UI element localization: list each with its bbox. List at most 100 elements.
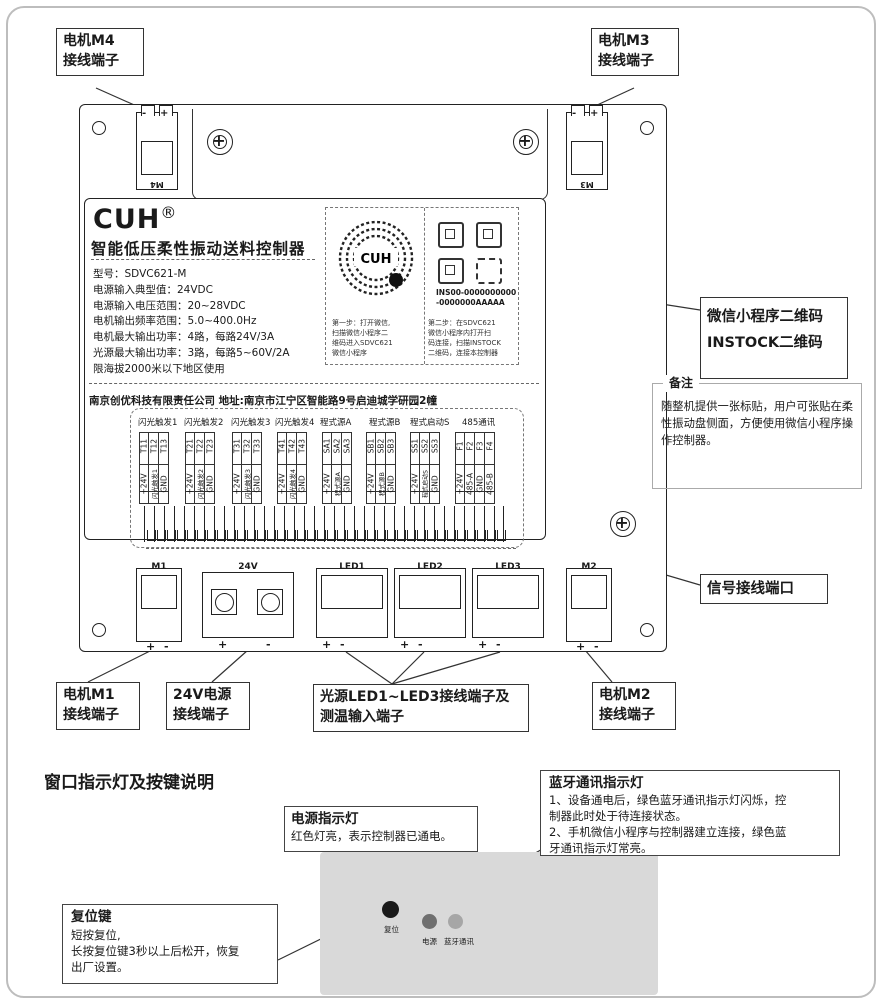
connector-m3: M3 xyxy=(566,105,608,190)
pin: +24V xyxy=(410,464,420,504)
callout-24v-line2: 接线端子 xyxy=(173,707,229,723)
pin: 程式源A xyxy=(332,464,342,504)
m4-plus-label: + xyxy=(160,108,169,119)
reset-button[interactable] xyxy=(382,901,399,918)
v24-minus-label: - xyxy=(266,638,271,651)
callout-24v: 24V电源 接线端子 xyxy=(166,682,250,730)
brand-logo: CUH® xyxy=(93,203,177,235)
pin: GND xyxy=(252,464,262,504)
pin: GND xyxy=(205,464,215,504)
callout-m1: 电机M1 接线端子 xyxy=(56,682,140,730)
screw-ring xyxy=(215,593,234,612)
step2-text: 第二步：在SDVC621 微信小程序内打开扫 码连接，扫描INSTOCK 二维码… xyxy=(428,318,518,358)
terminal xyxy=(234,506,246,542)
instock-code-line: -0000000AAAAA xyxy=(436,298,505,307)
m3-minus-label: - xyxy=(572,108,577,119)
wechat-miniprogram-qr-icon: CUH xyxy=(338,220,414,296)
pin: F3 xyxy=(475,432,485,492)
bluetooth-indicator-line: 制器此时处于待连接状态。 xyxy=(549,809,687,823)
terminal xyxy=(434,506,446,542)
pin: SA2 xyxy=(332,432,342,492)
pins-program-a: SA1 SA2 SA3 xyxy=(322,432,352,492)
callout-qr-line1: 微信小程序二维码 xyxy=(707,309,823,325)
pin: T41 xyxy=(277,432,287,492)
pin: SB3 xyxy=(386,432,396,492)
pin: SS1 xyxy=(410,432,420,492)
registered-mark: ® xyxy=(160,203,178,222)
mount-hole-br xyxy=(640,623,654,637)
pin: +24V xyxy=(322,464,332,504)
terminal xyxy=(194,506,206,542)
power-terminal-screw-icon xyxy=(211,589,237,615)
inner-panel-outline xyxy=(192,109,548,200)
pins-flash1-bottom: +24V 闪光触发1 GND xyxy=(139,464,169,524)
callout-m2-line2: 接线端子 xyxy=(599,707,655,723)
step2-line: 二维码，连接本控制器 xyxy=(428,349,498,357)
group-485: 485通讯 xyxy=(462,418,496,428)
connector-body xyxy=(571,141,603,175)
terminal xyxy=(474,506,486,542)
callout-led-line2: 测温输入端子 xyxy=(320,709,404,725)
pins-flash1: T11 T12 T13 xyxy=(139,432,169,492)
terminal xyxy=(264,506,276,542)
outer-frame xyxy=(6,6,876,998)
group-flash3: 闪光触发3 xyxy=(231,418,271,428)
terminal xyxy=(174,506,186,542)
bluetooth-indicator-line: 2、手机微信小程序与控制器建立连接，绿色蓝 xyxy=(549,825,787,839)
connector-body xyxy=(141,575,177,609)
connector-tab xyxy=(159,105,173,116)
pin: GND xyxy=(475,464,485,504)
connector-tab xyxy=(571,105,585,116)
spec-list: 型号：SDVC621-M 电源输入典型值：24VDC 电源输入电压范围：20~2… xyxy=(93,267,290,378)
spec-motor-power: 电机最大输出功率：4路，每路24V/3A xyxy=(93,331,275,344)
indicator-panel: 复位 电源 蓝牙通讯 xyxy=(320,852,658,995)
terminal xyxy=(344,506,356,542)
pin: T22 xyxy=(195,432,205,492)
power-led-label: 电源 xyxy=(422,937,437,946)
reset-key-line: 长按复位键3秒以上后松开，恢复 xyxy=(71,944,240,958)
terminal xyxy=(144,506,156,542)
spec-frequency: 电机输出频率范围：5.0~400.0Hz xyxy=(93,315,257,328)
group-flash2: 闪光触发2 xyxy=(184,418,224,428)
connector-body xyxy=(571,575,607,609)
pin: SA3 xyxy=(342,432,352,492)
connector-led1 xyxy=(316,568,388,638)
terminal xyxy=(224,506,236,542)
power-led xyxy=(422,914,437,929)
step1-text: 第一步：打开微信, 扫描微信小程序二 维码进入SDVC621 微信小程序 xyxy=(332,318,422,358)
step1-line: 第一步：打开微信, xyxy=(332,319,391,327)
power-terminal-screw-icon xyxy=(257,589,283,615)
pin: +24V xyxy=(139,464,149,504)
connector-body xyxy=(321,575,383,609)
title-divider xyxy=(91,259,315,260)
terminal xyxy=(184,506,196,542)
bluetooth-indicator-line: 牙通讯指示灯常亮。 xyxy=(549,841,653,855)
terminal xyxy=(424,506,436,542)
step1-line: 维码进入SDVC621 xyxy=(332,339,393,347)
pin: SA1 xyxy=(322,432,332,492)
led1-minus-label: - xyxy=(340,638,345,651)
pin: SS2 xyxy=(420,432,430,492)
qr-finder-icon xyxy=(476,222,502,248)
step2-line: 第二步：在SDVC621 xyxy=(428,319,496,327)
pin: 闪光触发4 xyxy=(287,464,297,504)
pin: F1 xyxy=(455,432,465,492)
led2-plus-label: + xyxy=(400,638,410,651)
pin: F4 xyxy=(485,432,495,492)
pins-program-start-bottom: +24V 程式启动S GND xyxy=(410,464,440,524)
terminal xyxy=(204,506,216,542)
qr-brand-text: CUH xyxy=(361,252,392,267)
pin: 闪光触发3 xyxy=(242,464,252,504)
terminal xyxy=(164,506,176,542)
pin: GND xyxy=(386,464,396,504)
spec-model: 型号：SDVC621-M xyxy=(93,268,187,280)
terminal xyxy=(464,506,476,542)
callout-24v-line1: 24V电源 xyxy=(173,687,232,703)
power-indicator-box: 电源指示灯 红色灯亮，表示控制器已通电。 xyxy=(284,806,478,852)
pin: 闪光触发1 xyxy=(149,464,159,504)
callout-m2: 电机M2 接线端子 xyxy=(592,682,676,730)
pins-program-b: SB1 SB2 SB3 xyxy=(366,432,396,492)
spec-input-typical: 电源输入典型值：24VDC xyxy=(93,283,213,296)
pin: +24V xyxy=(185,464,195,504)
callout-m4-line1: 电机M4 xyxy=(63,33,115,49)
